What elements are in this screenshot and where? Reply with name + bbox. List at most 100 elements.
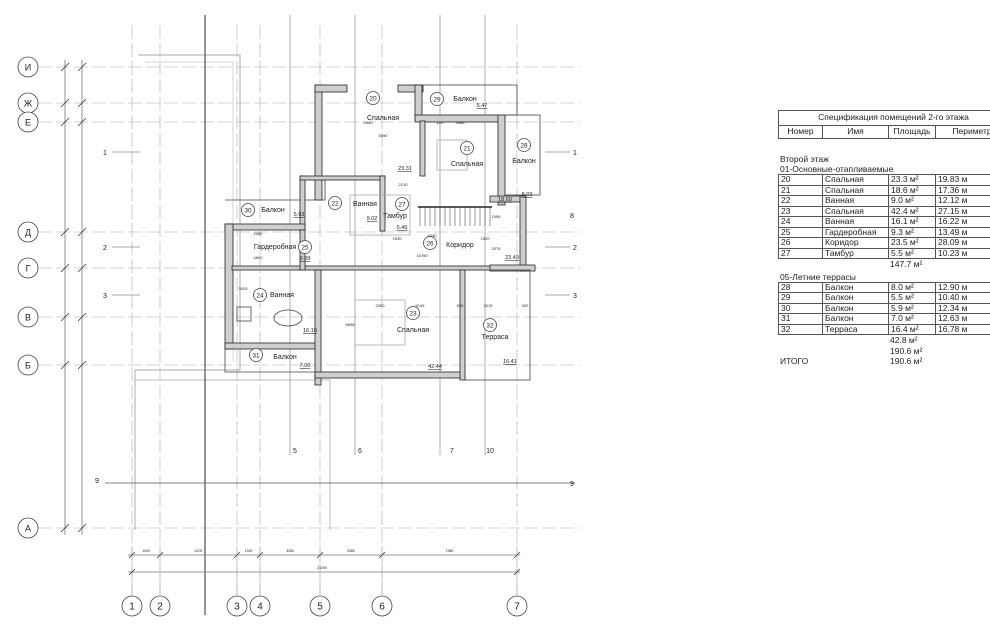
header-number: Номер bbox=[778, 125, 823, 139]
header-area: Площадь bbox=[888, 125, 936, 139]
dimension-text: 1300 bbox=[245, 549, 253, 553]
room-name: Коридор bbox=[446, 242, 474, 249]
room-name: Терраса bbox=[482, 334, 509, 341]
section-mark: 7 bbox=[450, 448, 454, 455]
dimension-text: 1095 bbox=[492, 214, 502, 219]
room-name: Балкон bbox=[822, 313, 889, 325]
dimension-text: 5145 bbox=[416, 303, 426, 308]
room-perimeter: 19.83 м bbox=[935, 174, 990, 186]
room-number: 22 bbox=[331, 201, 339, 208]
bed-icon bbox=[436, 139, 468, 171]
tick bbox=[77, 312, 87, 322]
room-name: Гардеробная bbox=[254, 243, 297, 251]
balcony-31-outline bbox=[224, 349, 315, 373]
room-perimeter: 13.49 м bbox=[935, 226, 990, 238]
axis-label: И bbox=[25, 63, 31, 73]
perimeter-mark: 5.47 bbox=[477, 103, 488, 109]
room-perimeter: 27.15 м bbox=[935, 205, 990, 217]
axis-label: 7 bbox=[514, 602, 520, 613]
grand-subtotal: 190.6 м² bbox=[890, 345, 923, 356]
section-mark: 9 bbox=[570, 481, 574, 488]
room-area: 42.4 м² bbox=[888, 205, 936, 217]
room-area: 8.0 м² bbox=[888, 281, 936, 293]
roof-outline bbox=[134, 54, 241, 530]
shower-icon bbox=[236, 306, 252, 322]
tick bbox=[128, 568, 136, 576]
section-mark: 9 bbox=[95, 478, 99, 485]
bed-icon bbox=[349, 194, 411, 236]
room-number-bubble bbox=[249, 348, 263, 362]
room-perimeter: 16.22 м bbox=[935, 216, 990, 228]
tick bbox=[77, 117, 87, 127]
room-number: 24 bbox=[778, 216, 823, 228]
room-number-bubble bbox=[483, 318, 497, 332]
room-number: 23 bbox=[409, 311, 417, 318]
dimension-text: 5698 bbox=[346, 322, 356, 327]
room-number: 21 bbox=[778, 184, 823, 196]
tick bbox=[60, 227, 70, 237]
dimension-text: 5590 bbox=[379, 133, 389, 138]
room-name: Ванная bbox=[822, 195, 889, 207]
tick bbox=[77, 62, 87, 72]
wall bbox=[231, 265, 493, 271]
axis-label: 5 bbox=[317, 602, 323, 613]
dimension-text: 7380 bbox=[446, 549, 454, 553]
shower-icon bbox=[304, 179, 326, 201]
room-number-bubble bbox=[241, 203, 255, 217]
room-name: Спальная bbox=[822, 184, 889, 196]
room-name: Терраса bbox=[822, 323, 889, 335]
section-mark: 6 bbox=[358, 448, 362, 455]
axis-bubble bbox=[17, 354, 39, 376]
room-number-bubble bbox=[366, 91, 380, 105]
roof-outline bbox=[135, 379, 331, 530]
wall bbox=[314, 371, 466, 379]
room-number: 27 bbox=[778, 247, 823, 259]
group-heading: 01-Основные-отапливаемые bbox=[780, 164, 894, 174]
perimeter-mark: 7.00 bbox=[300, 363, 311, 369]
axis-label: Б bbox=[25, 361, 31, 371]
room-area: 7.0 м² bbox=[888, 313, 936, 325]
section-mark: 3 bbox=[573, 293, 577, 300]
room-number-bubble bbox=[430, 92, 444, 106]
wall bbox=[224, 223, 306, 231]
room-number: 26 bbox=[426, 241, 434, 248]
room-specification-table: Спецификация помещений 2-го этажа Номер … bbox=[778, 110, 990, 367]
room-number: 28 bbox=[778, 281, 823, 293]
room-area: 16.1 м² bbox=[888, 216, 936, 228]
axis-label: 6 bbox=[379, 602, 385, 613]
dimension-text: 3215 bbox=[484, 303, 494, 308]
room-perimeter: 12.90 м bbox=[935, 281, 990, 293]
dimension-text: 2075 bbox=[492, 246, 502, 251]
wall bbox=[489, 264, 536, 272]
tick bbox=[60, 360, 70, 370]
group-subtotal: 147.7 м² bbox=[890, 259, 923, 269]
dimension-text: 3280 bbox=[286, 549, 294, 553]
wall bbox=[314, 269, 322, 386]
section-mark: 2 bbox=[103, 245, 107, 252]
room-area: 23.5 м² bbox=[888, 237, 936, 249]
room-name: Балкон bbox=[273, 354, 297, 361]
room-name: Гардеробная bbox=[822, 226, 889, 238]
room-number: 32 bbox=[778, 323, 823, 335]
axis-label: Е bbox=[25, 118, 31, 128]
dimension-text: 530 bbox=[457, 303, 464, 308]
room-number: 20 bbox=[778, 174, 823, 186]
room-name: Балкон bbox=[512, 158, 536, 165]
dimension-text: 320 bbox=[522, 303, 529, 308]
axis-bubble bbox=[17, 221, 39, 243]
tick bbox=[60, 98, 70, 108]
room-number-bubble bbox=[460, 141, 474, 155]
balcony-28-outline bbox=[504, 114, 541, 196]
room-perimeter: 12.12 м bbox=[935, 195, 990, 207]
group-heading: 05-Летние террасы bbox=[780, 271, 856, 282]
room-perimeter: 10.23 м bbox=[935, 247, 990, 259]
tick bbox=[60, 312, 70, 322]
axis-label: 3 bbox=[234, 602, 240, 613]
